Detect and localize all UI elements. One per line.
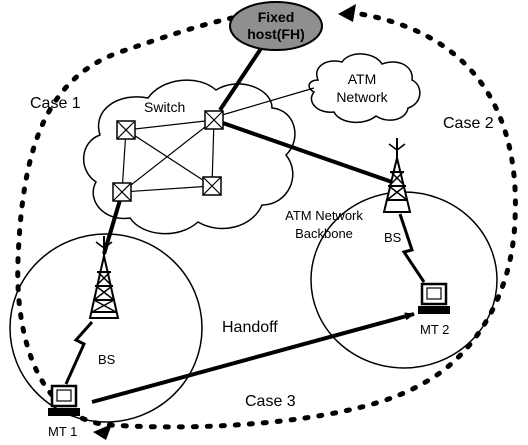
switch-node-bottom-right bbox=[202, 176, 222, 196]
left-wireless-link bbox=[64, 321, 94, 385]
left-cell-circle bbox=[9, 233, 203, 423]
left-bs-label: BS bbox=[98, 352, 116, 367]
mt1-label: MT 1 bbox=[48, 424, 77, 439]
fixed-host-node bbox=[229, 1, 323, 51]
right-bs-label: BS bbox=[384, 230, 402, 245]
atm-network-cloud bbox=[308, 53, 421, 124]
backbone-label-line2: Backbone bbox=[295, 226, 353, 241]
mt2-label: MT 2 bbox=[420, 322, 449, 337]
mt1-laptop-icon bbox=[48, 384, 80, 416]
switch-to-left-bs-link bbox=[102, 199, 122, 255]
switch-to-atm-network-link bbox=[221, 87, 315, 116]
switch-interconnects bbox=[121, 119, 215, 193]
switch-node-top-left bbox=[116, 120, 136, 140]
case-loop-arrowhead bbox=[338, 4, 356, 22]
backbone-label-line1: ATM Network bbox=[285, 208, 363, 223]
right-bs-tower-icon bbox=[382, 138, 412, 213]
case1-label: Case 1 bbox=[30, 95, 81, 112]
switch-node-bottom-left bbox=[112, 182, 132, 202]
switch-cloud bbox=[82, 79, 296, 235]
case3-label: Case 3 bbox=[245, 393, 296, 410]
handoff-label: Handoff bbox=[222, 319, 278, 336]
atm-network-label-line1: ATM bbox=[348, 71, 377, 87]
switch-node-top-right bbox=[204, 110, 224, 130]
atm-network-label-line2: Network bbox=[336, 89, 388, 105]
fixed-host-label-line1: Fixed bbox=[258, 9, 295, 25]
case-loop-dashed-path bbox=[15, 9, 518, 430]
left-bs-tower-icon bbox=[88, 236, 120, 319]
case3-arrowhead bbox=[93, 424, 112, 440]
fh-to-switch-link bbox=[218, 36, 270, 112]
switch-label: Switch bbox=[144, 99, 185, 115]
fixed-host-label-line2: host(FH) bbox=[247, 26, 305, 42]
case2-label: Case 2 bbox=[443, 115, 494, 132]
handoff-arrow bbox=[91, 312, 415, 404]
mt2-laptop-icon bbox=[418, 282, 450, 314]
right-wireless-link bbox=[398, 213, 426, 283]
switch-to-right-bs-link bbox=[219, 120, 393, 184]
